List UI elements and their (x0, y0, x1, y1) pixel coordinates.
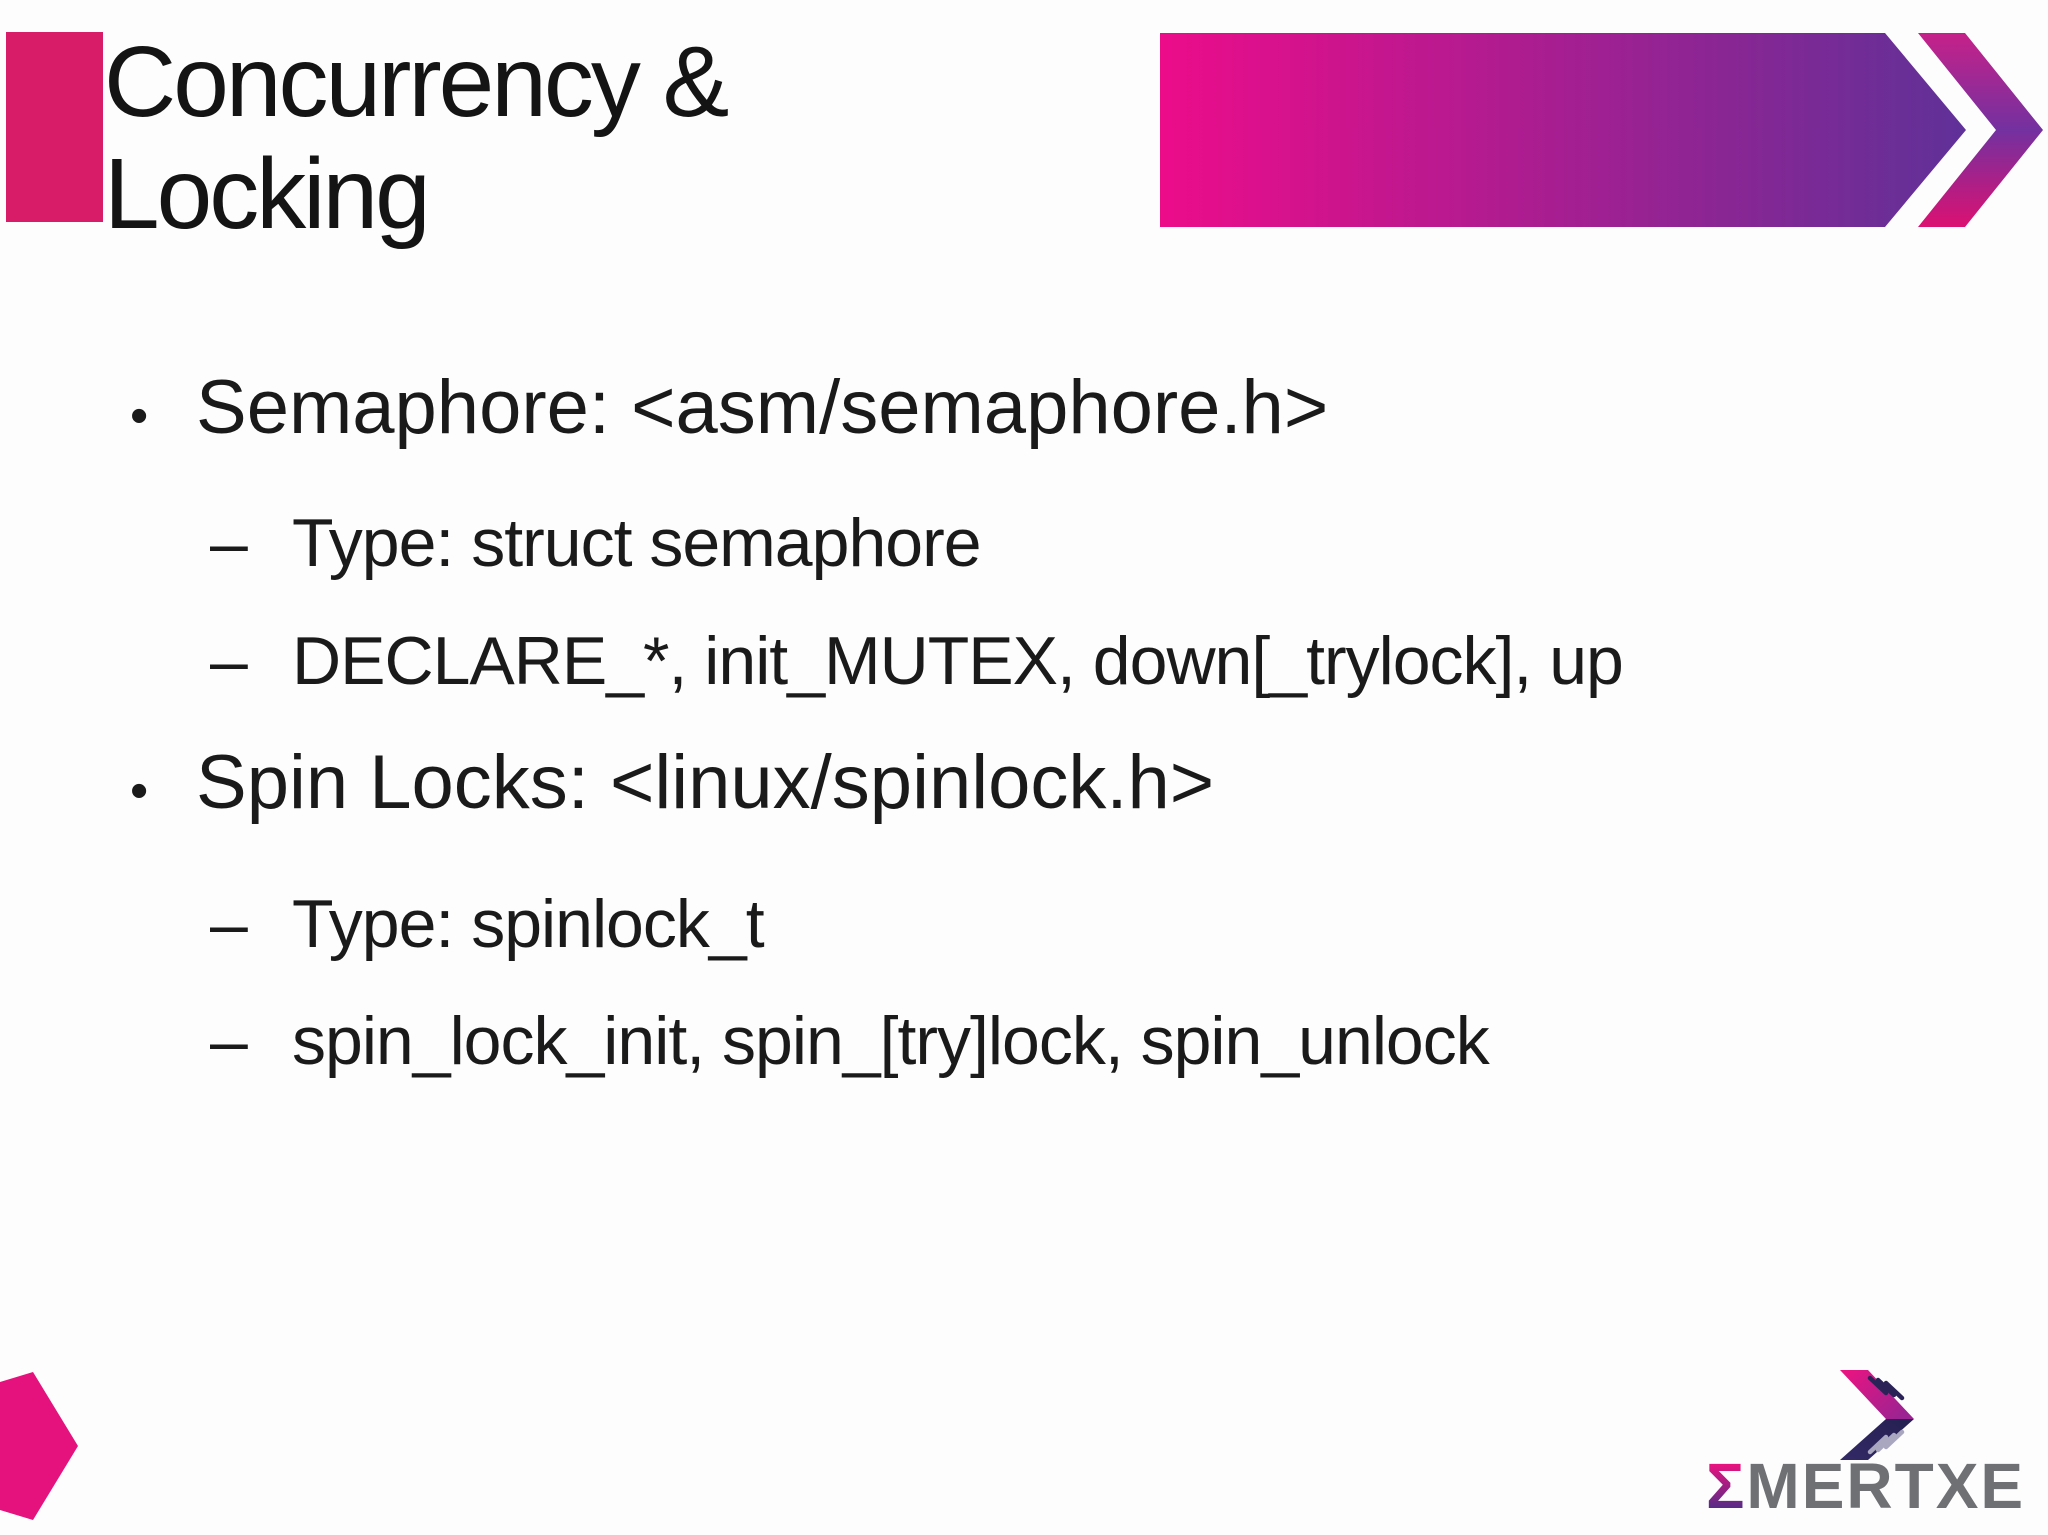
emertxe-logo: ΣMERTXE (1700, 1360, 2040, 1520)
banner-chevron-icon (1918, 33, 2043, 227)
emertxe-logo-text: ΣMERTXE (1706, 1454, 2025, 1518)
dash-marker: – (210, 505, 248, 581)
logo-sigma-glyph: Σ (1706, 1450, 1747, 1522)
title-banner-arrow (1160, 33, 2043, 227)
dash-marker: – (210, 623, 248, 699)
emertxe-logo-icon (1840, 1370, 1914, 1460)
bullet-item-level2: – Type: struct semaphore (0, 501, 2048, 585)
bullet-marker: • (130, 762, 149, 820)
bullet-text: Spin Locks: <linux/spinlock.h> (196, 740, 1215, 825)
bullet-list: • Semaphore: <asm/semaphore.h> – Type: s… (0, 362, 2048, 1083)
bullet-text: Type: struct semaphore (292, 505, 982, 581)
bullet-item-level2: – DECLARE_*, init_MUTEX, down[_trylock],… (0, 619, 2048, 703)
bottom-left-arrow (0, 1372, 78, 1520)
bottom-left-arrow-shape (0, 1372, 78, 1520)
logo-name: MERTXE (1746, 1450, 2026, 1522)
logo-chevron-top (1840, 1370, 1914, 1419)
bullet-marker: • (130, 387, 149, 445)
logo-hatch-top (1867, 1375, 1905, 1401)
title-line-2: Locking (104, 138, 431, 250)
bullet-text: DECLARE_*, init_MUTEX, down[_trylock], u… (292, 623, 1624, 699)
logo-hatch-bottom (1867, 1429, 1905, 1455)
banner-arrow-shape (1160, 33, 1966, 227)
bullet-item-level2: – spin_lock_init, spin_[try]lock, spin_u… (0, 999, 2048, 1083)
dash-marker: – (210, 886, 248, 962)
bullet-item-level1: • Spin Locks: <linux/spinlock.h> (0, 737, 2048, 837)
dash-marker: – (210, 1003, 248, 1079)
logo-chevron-bottom (1840, 1419, 1914, 1460)
bullet-item-level2: – Type: spinlock_t (0, 882, 2048, 966)
bullet-item-level1: • Semaphore: <asm/semaphore.h> (0, 362, 2048, 462)
title-accent-square (6, 32, 103, 222)
title-line-1: Concurrency & (104, 26, 729, 138)
page-title: Concurrency & Locking (104, 26, 729, 250)
bullet-text: Semaphore: <asm/semaphore.h> (196, 365, 1329, 450)
bullet-text: spin_lock_init, spin_[try]lock, spin_unl… (292, 1003, 1490, 1079)
bullet-text: Type: spinlock_t (292, 886, 765, 962)
